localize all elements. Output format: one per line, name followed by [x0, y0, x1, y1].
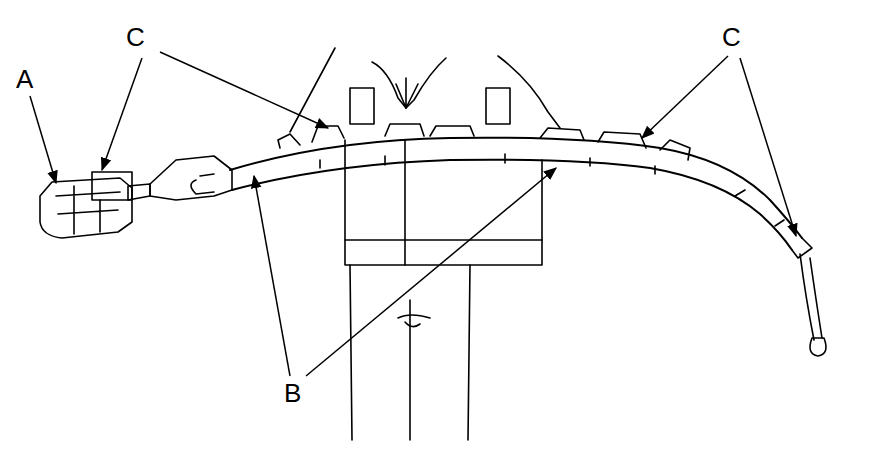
part-letter: B [284, 380, 301, 406]
part-letter: C [722, 24, 741, 50]
part-letter: A [16, 66, 33, 92]
part-letter: C [126, 24, 145, 50]
